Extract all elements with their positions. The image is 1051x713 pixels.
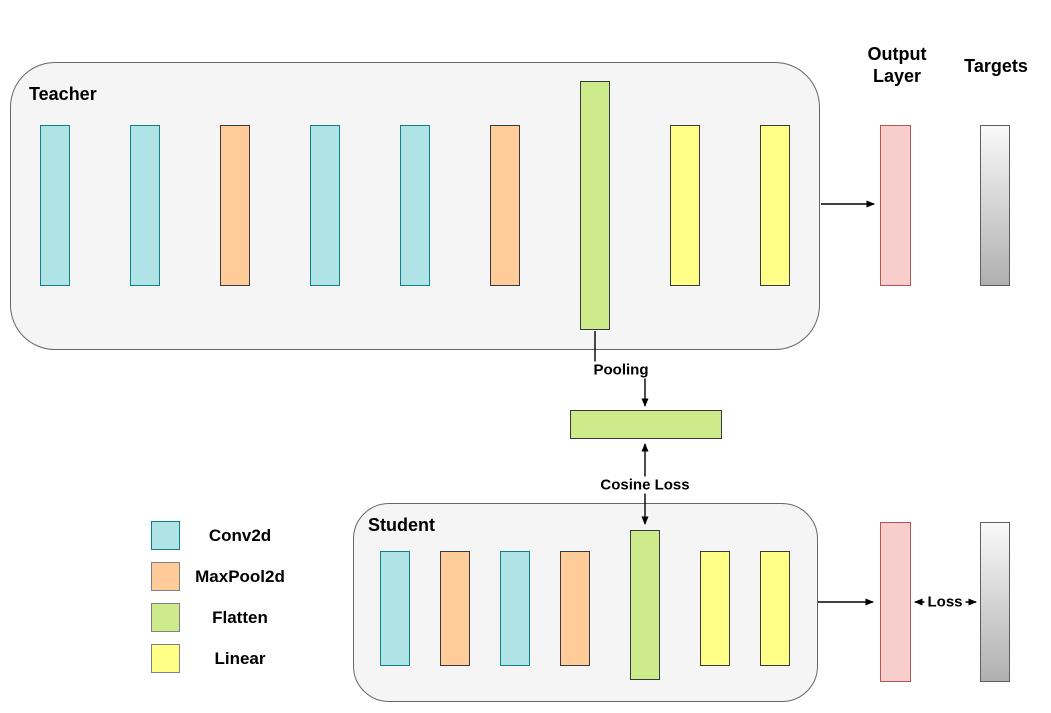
teacher-targets-bar	[980, 125, 1010, 286]
legend-label-flatten: Flatten	[212, 607, 268, 627]
teacher-title: Teacher	[29, 84, 97, 104]
student-layer-bar-pool	[440, 551, 470, 666]
legend-label-linear: Linear	[214, 648, 266, 668]
pooled-flatten-bar	[570, 410, 722, 439]
cosine-loss-label: Cosine Loss	[597, 476, 693, 494]
teacher-layer-bar-linear	[670, 125, 700, 286]
teacher-layer-bar-conv	[310, 125, 340, 286]
student-layer-bar-conv	[500, 551, 530, 666]
student-layer-bar-linear	[760, 551, 790, 666]
teacher-layer-bar-pool	[490, 125, 520, 286]
output-layer-heading: Output Layer	[867, 44, 927, 86]
legend-item-linear: Linear	[151, 644, 300, 673]
student-output-layer-bar	[880, 522, 911, 682]
legend-swatch-flatten	[151, 603, 180, 632]
student-layer-bar-pool	[560, 551, 590, 666]
student-layer-bar-linear	[700, 551, 730, 666]
teacher-layer-bar-conv	[130, 125, 160, 286]
pooling-label: Pooling	[590, 361, 652, 379]
teacher-layer-bar-linear	[760, 125, 790, 286]
teacher-layer-bar-pool	[220, 125, 250, 286]
loss-label: Loss	[924, 593, 966, 611]
teacher-layer-bar-conv	[40, 125, 70, 286]
targets-heading: Targets	[964, 56, 1028, 76]
teacher-layer-bar-conv	[400, 125, 430, 286]
legend-item-pool: MaxPool2d	[151, 562, 300, 591]
student-layer-bar-conv	[380, 551, 410, 666]
legend-label-pool: MaxPool2d	[195, 566, 285, 586]
legend-swatch-conv	[151, 521, 180, 550]
teacher-output-layer-bar	[880, 125, 911, 286]
student-targets-bar	[980, 522, 1010, 682]
legend-item-flatten: Flatten	[151, 603, 300, 632]
legend-label-conv: Conv2d	[208, 525, 272, 545]
legend-swatch-pool	[151, 562, 180, 591]
teacher-layer-bar-flatten	[580, 81, 610, 330]
legend-swatch-linear	[151, 644, 180, 673]
student-title: Student	[368, 515, 435, 535]
student-layer-bar-flatten	[630, 530, 660, 680]
legend-item-conv: Conv2d	[151, 521, 300, 550]
